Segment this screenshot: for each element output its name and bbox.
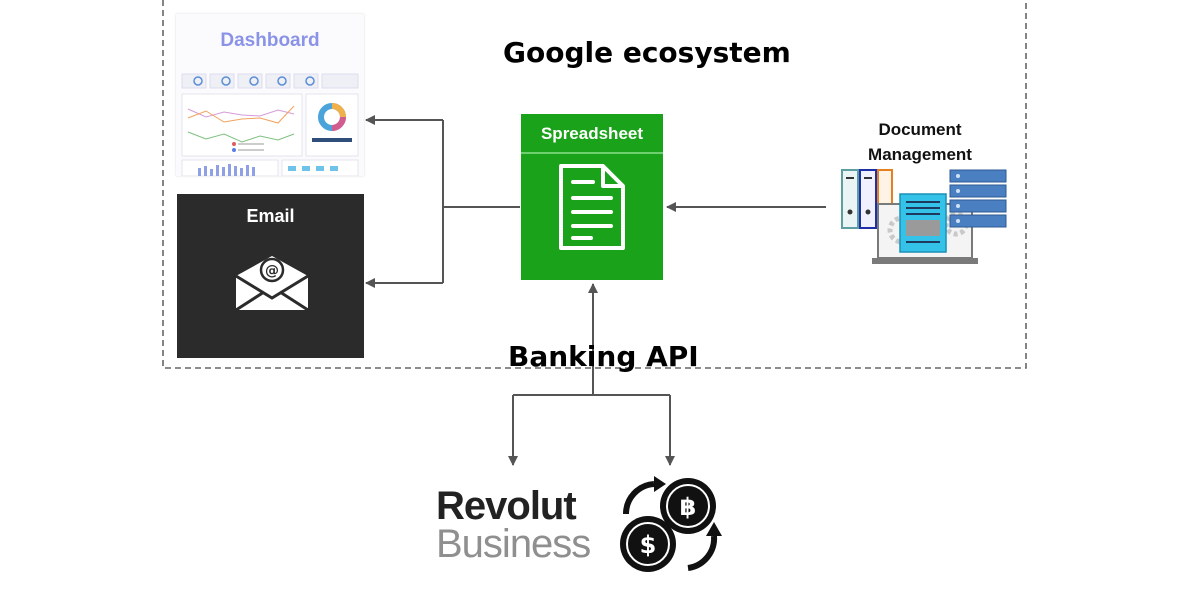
dashboard-node[interactable]: Dashboard <box>176 14 364 176</box>
svg-text:฿: ฿ <box>680 493 697 521</box>
email-title: Email <box>246 206 295 226</box>
banking-api-label: Banking API <box>508 340 699 373</box>
email-envelope-icon: @ <box>235 256 309 312</box>
spreadsheet-title: Spreadsheet <box>540 124 644 143</box>
document-management-title-line2: Management <box>868 145 972 164</box>
spreadsheet-node[interactable]: Spreadsheet <box>521 114 663 280</box>
google-ecosystem-boundary <box>162 0 1027 369</box>
revolut-logo-line2: Business <box>436 522 591 566</box>
svg-text:@: @ <box>265 263 279 279</box>
spreadsheet-document-icon <box>559 164 625 250</box>
spreadsheet-title-divider <box>521 152 663 154</box>
document-management-title-line1: Document <box>878 120 962 139</box>
document-management-icon[interactable] <box>838 166 1010 270</box>
document-management-title: Document Management <box>830 117 1010 167</box>
dashboard-title: Dashboard <box>220 30 320 51</box>
svg-text:$: $ <box>640 531 657 559</box>
dashboard-thumbnail <box>181 73 359 176</box>
crypto-exchange-icon[interactable]: ฿ $ <box>618 474 724 578</box>
revolut-logo-line1: Revolut <box>436 484 577 528</box>
google-ecosystem-label: Google ecosystem <box>503 36 791 69</box>
email-node[interactable]: Email @ <box>177 194 364 358</box>
